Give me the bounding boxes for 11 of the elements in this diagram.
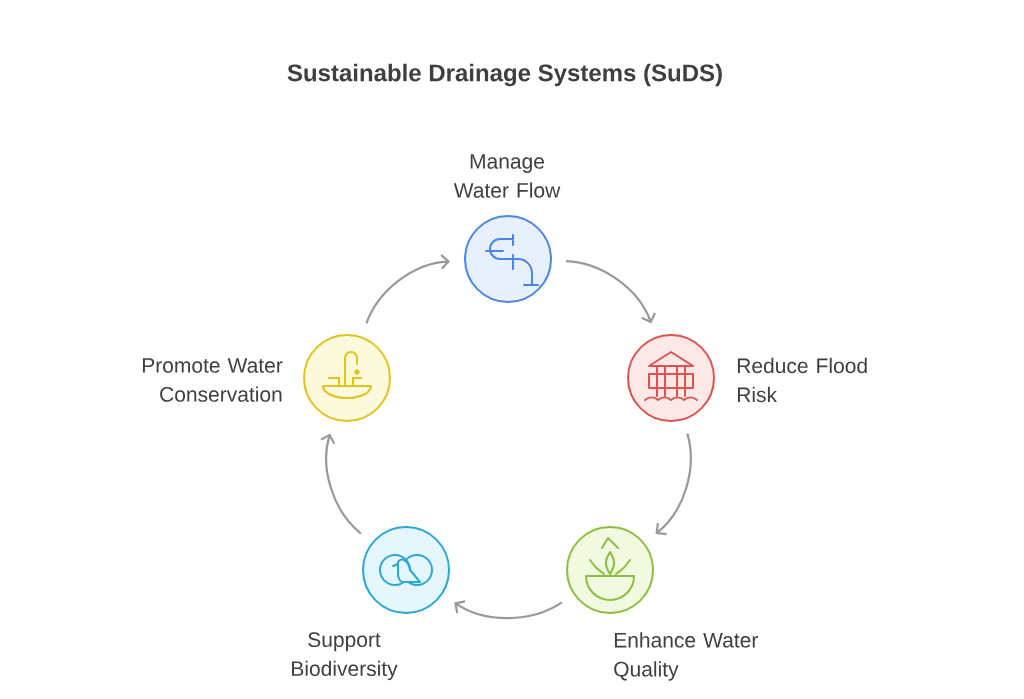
arrow (320, 433, 362, 535)
title: Sustainable Drainage Systems (SuDS) (287, 63, 722, 87)
arrow (454, 600, 563, 620)
step-label: Enhance Water Quality (614, 632, 758, 681)
step-label: Reduce Flood Risk (737, 357, 867, 403)
arrow (365, 254, 451, 324)
arrow (655, 433, 692, 536)
step-label: Manage Water Flow (453, 154, 561, 198)
step-label: Promote Water Conservation (142, 358, 283, 402)
step-label: Support Biodiversity (292, 632, 398, 681)
arrow (565, 260, 656, 324)
